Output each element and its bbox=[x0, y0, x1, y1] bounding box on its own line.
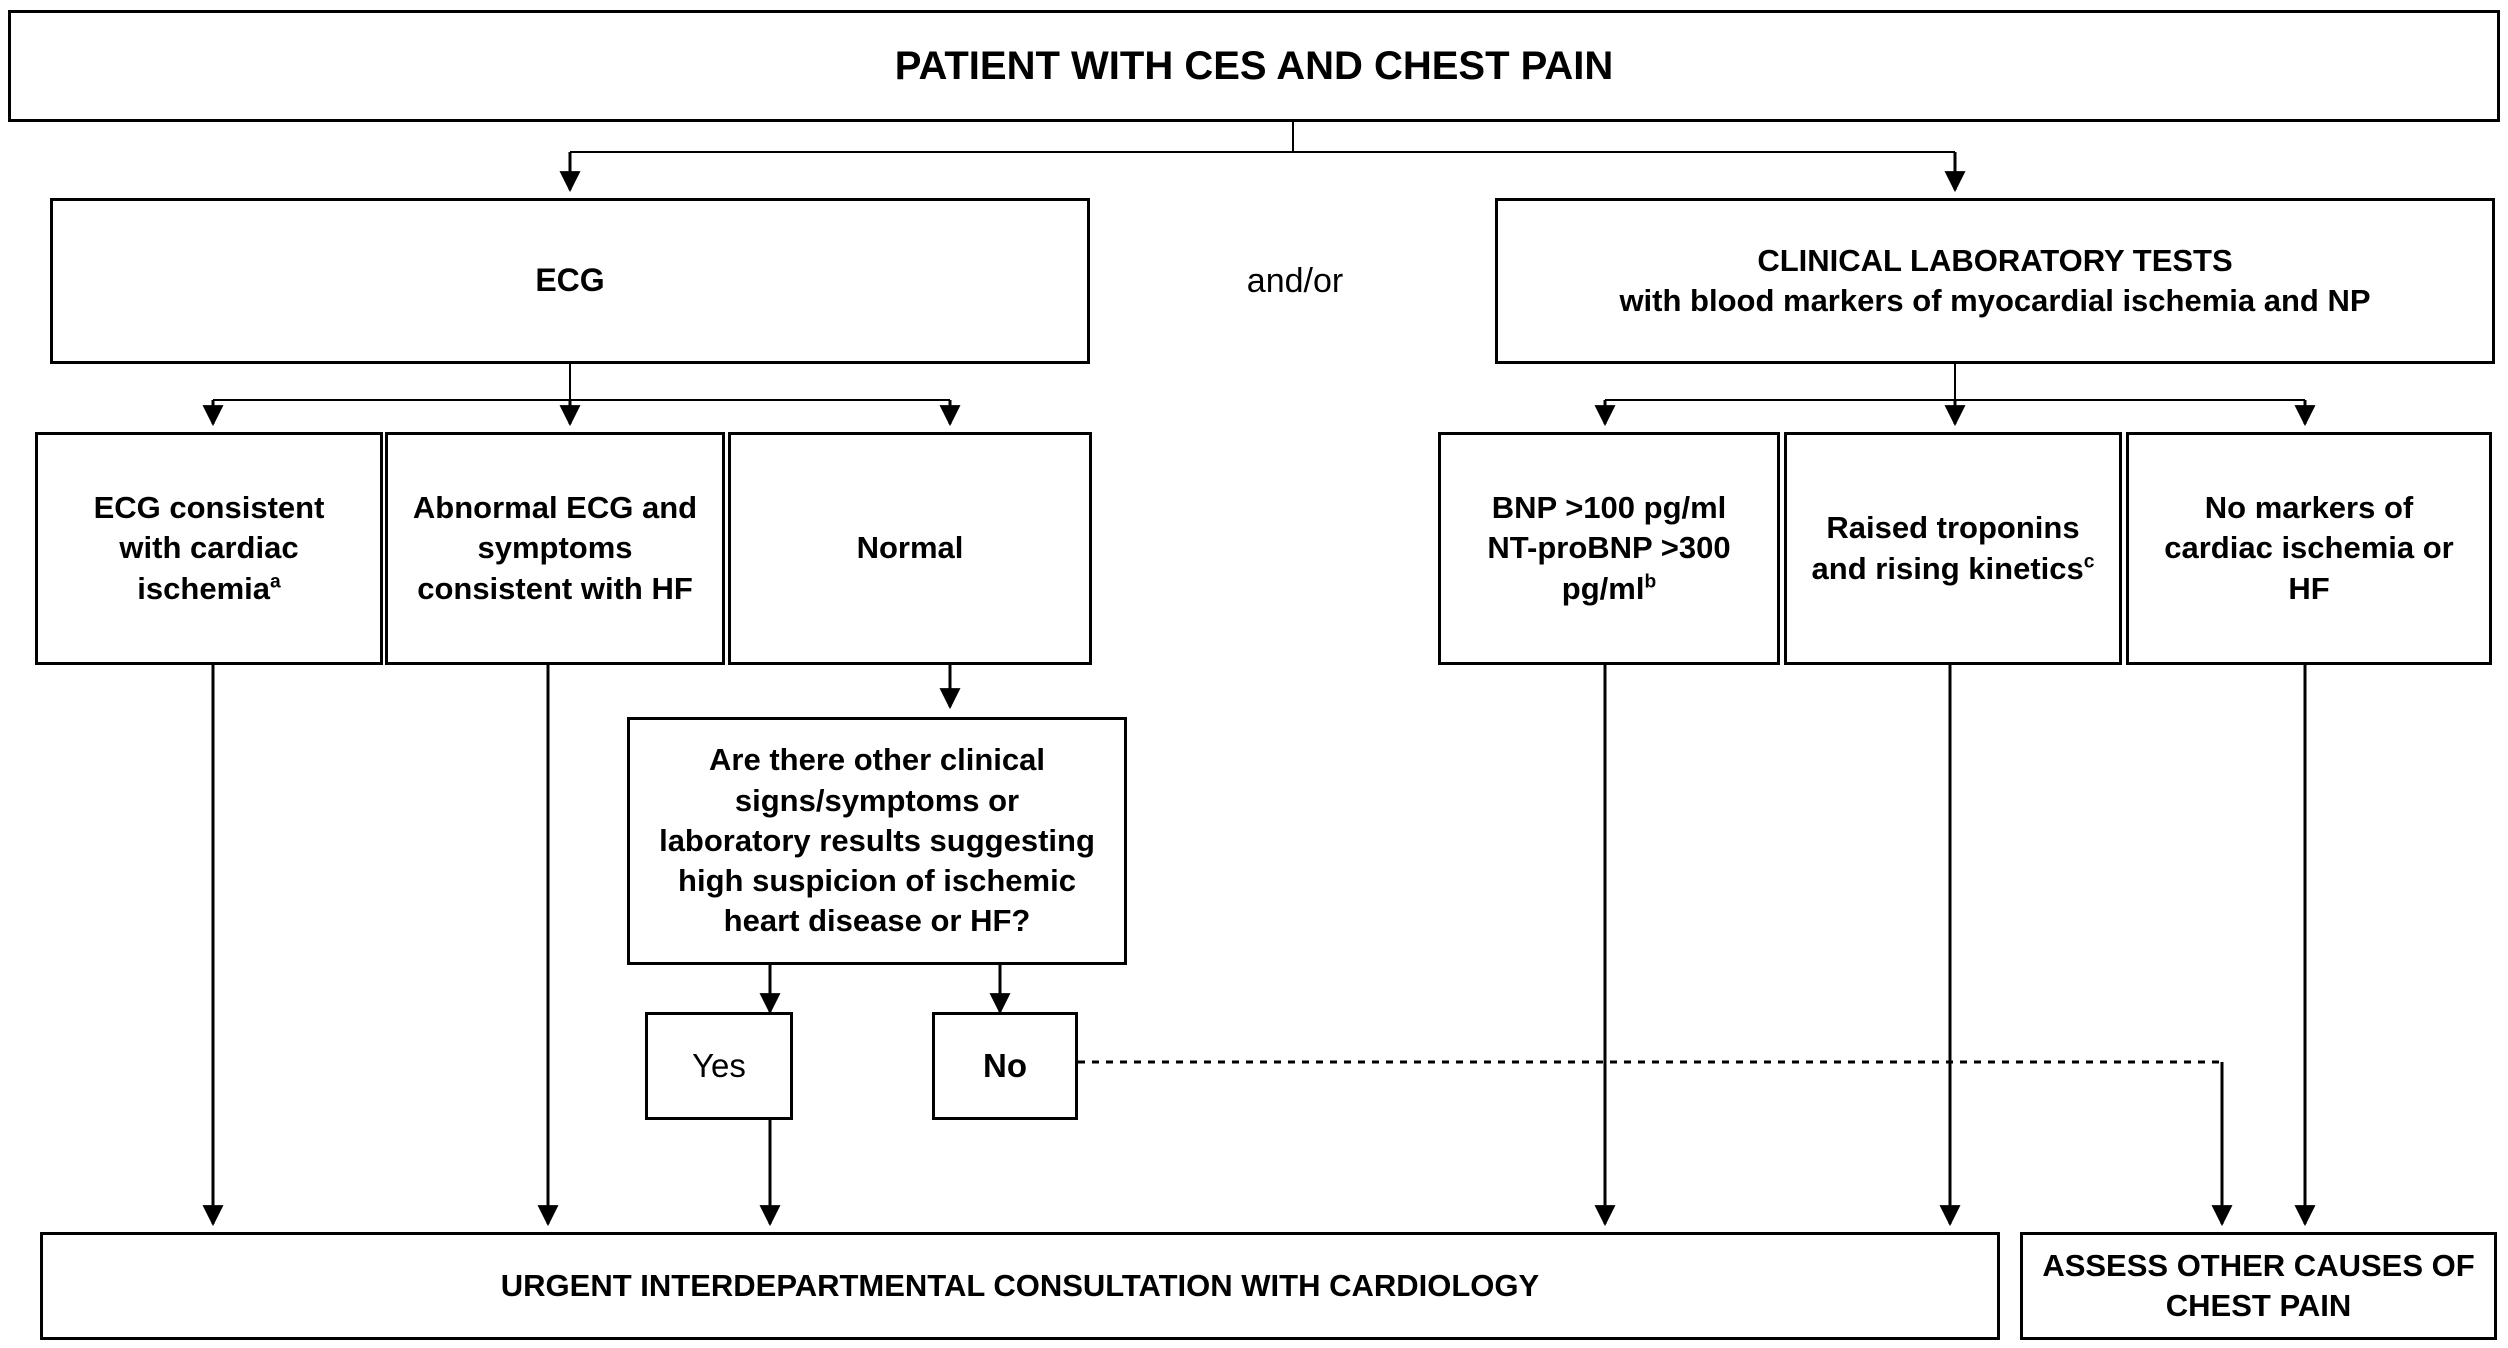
ecg-outcome-ischemia: ECG consistent with cardiac ischemiaa bbox=[35, 432, 383, 665]
decision-line4: high suspicion of ischemic bbox=[678, 863, 1076, 899]
decision-line2: signs/symptoms or bbox=[734, 782, 1020, 818]
decision-line1: Are there other clinical bbox=[709, 742, 1045, 778]
ecg-outcome-ischemia-line1: ECG consistent bbox=[93, 490, 325, 526]
lab-outcome-bnp-footnote: b bbox=[1644, 571, 1657, 593]
lab-outcome-none-line3: HF bbox=[2288, 570, 2330, 606]
ecg-outcome-hf-line3: consistent with HF bbox=[417, 570, 693, 606]
decision-answer-yes-label: Yes bbox=[692, 1046, 746, 1084]
ecg-outcome-ischemia-line3: ischemia bbox=[137, 570, 270, 606]
lab-outcome-bnp: BNP >100 pg/ml NT-proBNP >300 pg/mlb bbox=[1438, 432, 1780, 665]
ecg-outcome-hf-line2: symptoms bbox=[477, 530, 633, 566]
decision-line3: laboratory results suggesting bbox=[659, 822, 1095, 858]
lab-outcome-troponins-line1: Raised troponins bbox=[1826, 510, 2080, 546]
decision-answer-no-label: No bbox=[983, 1046, 1027, 1084]
outcome-urgent-consultation: URGENT INTERDEPARTMENTAL CONSULTATION WI… bbox=[40, 1232, 2000, 1340]
ecg-outcome-ischemia-line2: with cardiac bbox=[119, 530, 299, 566]
outcome-assess-other-causes: ASSESS OTHER CAUSES OF CHEST PAIN bbox=[2020, 1232, 2497, 1340]
lab-outcome-troponins: Raised troponins and rising kineticsc bbox=[1784, 432, 2122, 665]
branch-labs-line2: with blood markers of myocardial ischemi… bbox=[1619, 283, 2371, 318]
lab-outcome-bnp-line2: NT-proBNP >300 bbox=[1487, 530, 1731, 566]
and-or-label: and/or bbox=[1210, 262, 1380, 301]
branch-ecg: ECG bbox=[50, 198, 1090, 364]
decision-answer-yes: Yes bbox=[645, 1012, 793, 1120]
ecg-outcome-normal-label: Normal bbox=[856, 530, 964, 566]
lab-outcome-troponins-footnote: c bbox=[2083, 551, 2095, 573]
ecg-outcome-normal: Normal bbox=[728, 432, 1092, 665]
ecg-outcome-ischemia-footnote: a bbox=[270, 571, 281, 593]
and-or-text: and/or bbox=[1246, 262, 1344, 300]
lab-outcome-bnp-line3: pg/ml bbox=[1561, 570, 1645, 606]
lab-outcome-bnp-line1: BNP >100 pg/ml bbox=[1491, 490, 1727, 526]
decision-answer-no: No bbox=[932, 1012, 1078, 1120]
branch-ecg-label: ECG bbox=[535, 262, 605, 299]
lab-outcome-troponins-line2: and rising kinetics bbox=[1811, 550, 2084, 586]
decision-box: Are there other clinical signs/symptoms … bbox=[627, 717, 1127, 965]
lab-outcome-none: No markers of cardiac ischemia or HF bbox=[2126, 432, 2492, 665]
branch-labs-line1: CLINICAL LABORATORY TESTS bbox=[1757, 242, 2233, 278]
lab-outcome-none-line1: No markers of bbox=[2204, 490, 2414, 526]
ecg-outcome-hf: Abnormal ECG and symptoms consistent wit… bbox=[385, 432, 725, 665]
decision-line5: heart disease or HF? bbox=[723, 903, 1031, 939]
outcome-urgent-consultation-label: URGENT INTERDEPARTMENTAL CONSULTATION WI… bbox=[500, 1267, 1540, 1303]
ecg-outcome-hf-line1: Abnormal ECG and bbox=[412, 490, 698, 526]
outcome-assess-line1: ASSESS OTHER CAUSES OF bbox=[2042, 1247, 2475, 1283]
title-banner-text: PATIENT WITH CES AND CHEST PAIN bbox=[894, 44, 1614, 88]
outcome-assess-line2: CHEST PAIN bbox=[2165, 1288, 2352, 1323]
lab-outcome-none-line2: cardiac ischemia or bbox=[2164, 530, 2454, 566]
branch-labs: CLINICAL LABORATORY TESTS with blood mar… bbox=[1495, 198, 2495, 364]
title-banner: PATIENT WITH CES AND CHEST PAIN bbox=[8, 10, 2500, 122]
